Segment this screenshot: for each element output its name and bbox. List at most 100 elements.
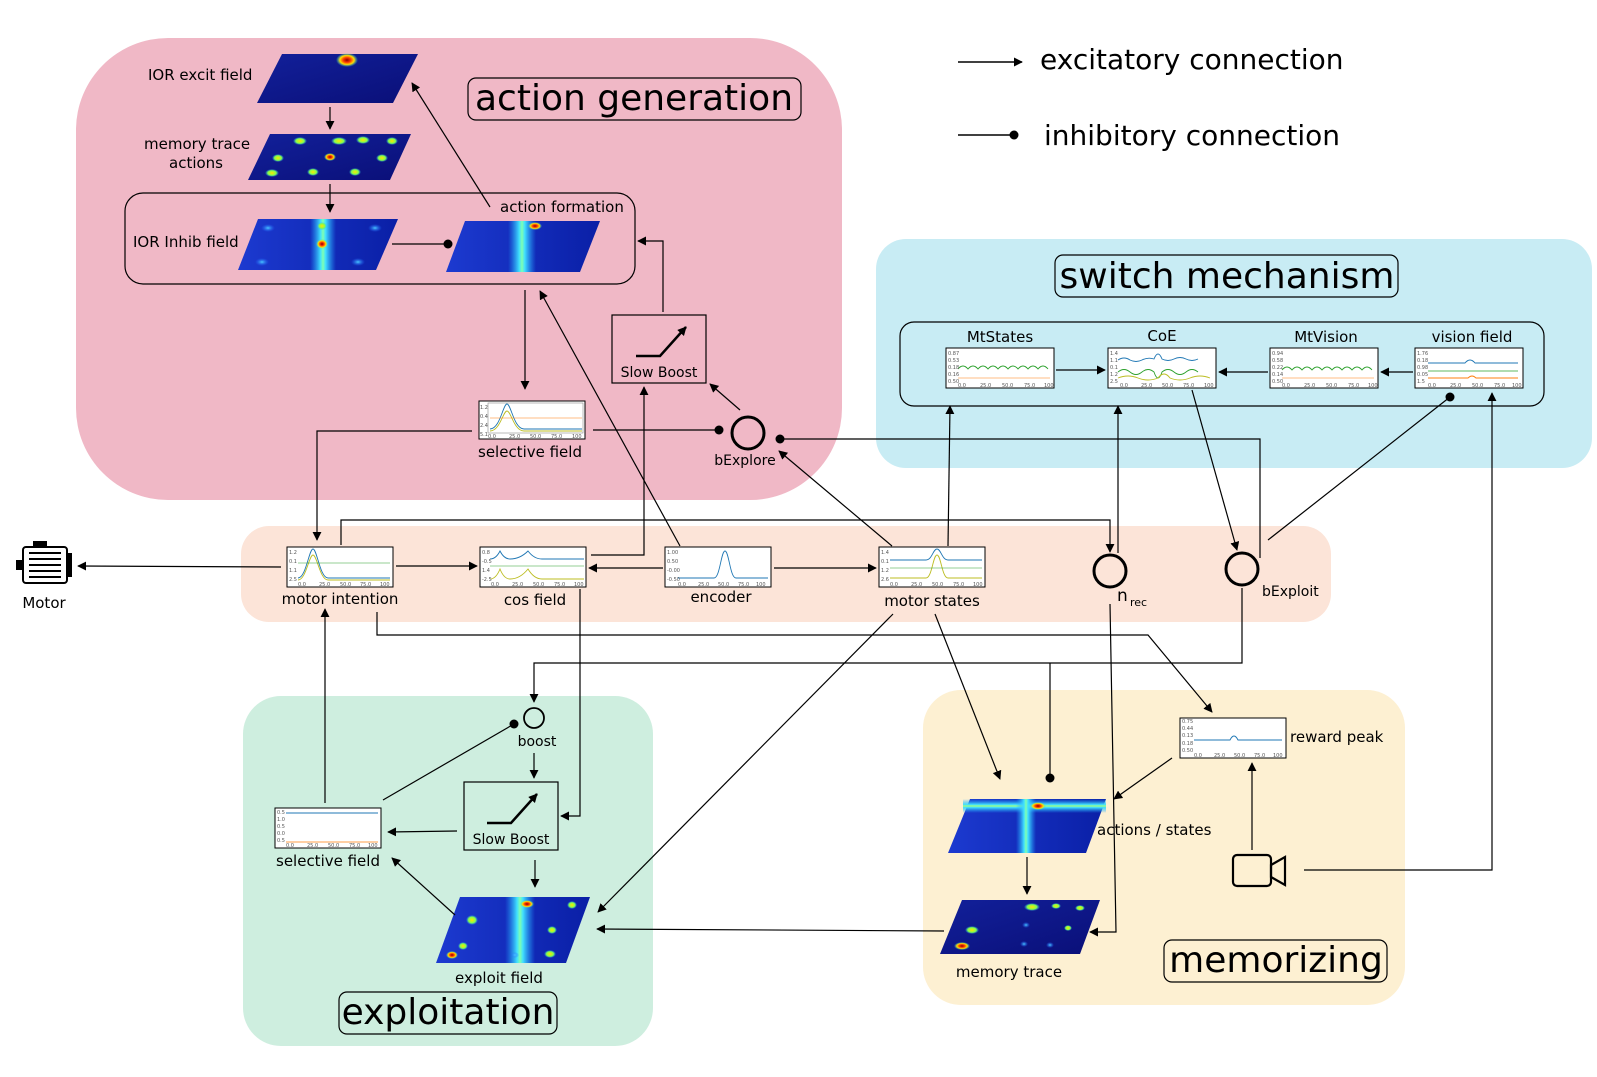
svg-text:0.0: 0.0 <box>286 843 294 849</box>
svg-text:100: 100 <box>574 582 584 588</box>
arrow-coe-to-bexploit <box>1191 389 1240 551</box>
svg-text:25.0: 25.0 <box>980 383 991 389</box>
arrow-camera-to-vision-field <box>1304 392 1497 871</box>
action-formation-label: action formation <box>500 198 624 216</box>
svg-text:0.0: 0.0 <box>678 582 686 588</box>
boost-node <box>523 707 545 729</box>
slow-boost-bottom: Slow Boost <box>463 781 559 851</box>
svg-text:0.44: 0.44 <box>1182 726 1193 732</box>
svg-text:0.0: 0.0 <box>298 582 306 588</box>
inhib-bexploit-to-bexplore <box>775 434 1261 558</box>
arrow-slow-boost-to-selective-bottom <box>387 827 458 837</box>
motor-icon <box>16 541 72 584</box>
exploitation-title: exploitation <box>342 992 555 1033</box>
reward-peak-label: reward peak <box>1290 728 1384 746</box>
svg-text:0.5: 0.5 <box>277 810 285 816</box>
svg-text:0.4: 0.4 <box>480 414 488 420</box>
arrow-bexploit-to-boost <box>529 588 1243 703</box>
boost-label: boost <box>518 734 557 750</box>
svg-text:50.0: 50.0 <box>533 582 544 588</box>
svg-text:0.0: 0.0 <box>277 831 285 837</box>
svg-text:0.0: 0.0 <box>488 434 496 440</box>
svg-text:75.0: 75.0 <box>551 434 562 440</box>
svg-text:0.0: 0.0 <box>890 582 898 588</box>
bexplore-node <box>730 415 766 451</box>
mtvision-label: MtVision <box>1294 328 1358 346</box>
svg-text:100: 100 <box>1204 383 1214 389</box>
svg-text:0.98: 0.98 <box>1417 365 1428 371</box>
slow-boost-bottom-label: Slow Boost <box>473 832 550 848</box>
inhib-selective-bottom-to-boost <box>382 719 519 801</box>
svg-text:2.5: 2.5 <box>289 577 297 583</box>
svg-text:25.0: 25.0 <box>911 582 922 588</box>
svg-text:0.05: 0.05 <box>1417 372 1428 378</box>
mtstates-label: MtStates <box>967 328 1034 346</box>
svg-text:50.0: 50.0 <box>1162 383 1173 389</box>
switch-group-box <box>899 321 1545 407</box>
svg-text:-0.5: -0.5 <box>482 559 492 565</box>
motor-label: Motor <box>22 594 66 612</box>
ior-excit-field-heatmap <box>257 53 418 103</box>
svg-text:0.87: 0.87 <box>948 351 959 357</box>
camera-icon <box>1231 853 1287 888</box>
svg-text:0.8: 0.8 <box>482 550 490 556</box>
svg-text:25.0: 25.0 <box>1214 753 1225 759</box>
svg-text:0.0: 0.0 <box>491 582 499 588</box>
coe-plot: 1.4 1.1 0.1 1.2 2.5 0.0 25.0 50.0 75.0 1… <box>1107 347 1217 389</box>
arrow-motor-states-to-mtstates <box>945 405 955 547</box>
svg-text:0.50: 0.50 <box>1272 379 1283 385</box>
arrow-memory-trace-to-exploit <box>596 924 945 934</box>
svg-text:75.0: 75.0 <box>1494 383 1505 389</box>
svg-text:25.0: 25.0 <box>307 843 318 849</box>
svg-text:0.94: 0.94 <box>1272 351 1283 357</box>
slow-boost-top: Slow Boost <box>611 314 707 384</box>
memorizing-title-box <box>1163 939 1388 983</box>
svg-text:100: 100 <box>1273 753 1283 759</box>
svg-text:-0.50: -0.50 <box>667 577 680 583</box>
svg-text:75.0: 75.0 <box>1254 753 1265 759</box>
motor-intention-plot: 1.2 0.1 1.1 2.5 0.0 25.0 50.0 75.0 100 <box>286 546 394 588</box>
arrow-motor-states-to-bexplore <box>778 450 893 547</box>
exploitation-title-box <box>338 991 558 1035</box>
svg-text:100: 100 <box>1368 383 1378 389</box>
svg-text:2.5: 2.5 <box>1110 379 1118 385</box>
memory-trace-actions-heatmap <box>248 134 411 180</box>
svg-text:1.2: 1.2 <box>289 550 297 556</box>
svg-text:2.4: 2.4 <box>480 423 488 429</box>
svg-text:50.0: 50.0 <box>340 582 351 588</box>
encoder-plot: 1.00 0.50 -0.00 -0.50 0.0 25.0 50.0 75.0… <box>664 546 772 588</box>
arrow-cos-field-to-slow-boost-bottom <box>560 589 581 821</box>
svg-text:1.2: 1.2 <box>1110 372 1118 378</box>
switch-mechanism-region <box>876 239 1592 468</box>
arrow-motor-intention-to-reward <box>376 612 1213 713</box>
svg-text:25.0: 25.0 <box>698 582 709 588</box>
n-rec-label: n <box>1117 586 1128 606</box>
svg-text:0.18: 0.18 <box>1417 358 1428 364</box>
slow-boost-top-label: Slow Boost <box>621 365 698 381</box>
svg-text:0.1: 0.1 <box>881 559 889 565</box>
svg-text:75.0: 75.0 <box>953 582 964 588</box>
motor-states-label: motor states <box>884 592 980 610</box>
svg-text:75.0: 75.0 <box>349 843 360 849</box>
svg-text:0.0: 0.0 <box>958 383 966 389</box>
svg-text:1.2: 1.2 <box>480 405 488 411</box>
arrow-motor-states-to-exploit <box>597 613 894 913</box>
svg-text:1.4: 1.4 <box>482 568 490 574</box>
arrow-exploit-to-selective-bottom <box>391 857 456 916</box>
svg-text:50.0: 50.0 <box>718 582 729 588</box>
svg-text:50.0: 50.0 <box>1326 383 1337 389</box>
svg-text:-0.00: -0.00 <box>667 568 680 574</box>
svg-text:1.00: 1.00 <box>667 550 678 556</box>
coe-label: CoE <box>1147 327 1176 345</box>
n-rec-node <box>1092 553 1128 589</box>
n-rec-subscript: rec <box>1130 596 1147 609</box>
bexploit-node <box>1224 551 1260 587</box>
exploit-field-heatmap <box>436 897 590 963</box>
svg-text:100: 100 <box>572 434 582 440</box>
selective-field-bottom-plot: 0.5 1.0 0.5 0.0 0.5 0.0 25.0 50.0 75.0 1… <box>274 807 382 849</box>
svg-text:0.0: 0.0 <box>1120 383 1128 389</box>
svg-text:1.4: 1.4 <box>1110 351 1118 357</box>
cos-field-label: cos field <box>504 591 566 609</box>
bexplore-label: bExplore <box>714 453 775 469</box>
